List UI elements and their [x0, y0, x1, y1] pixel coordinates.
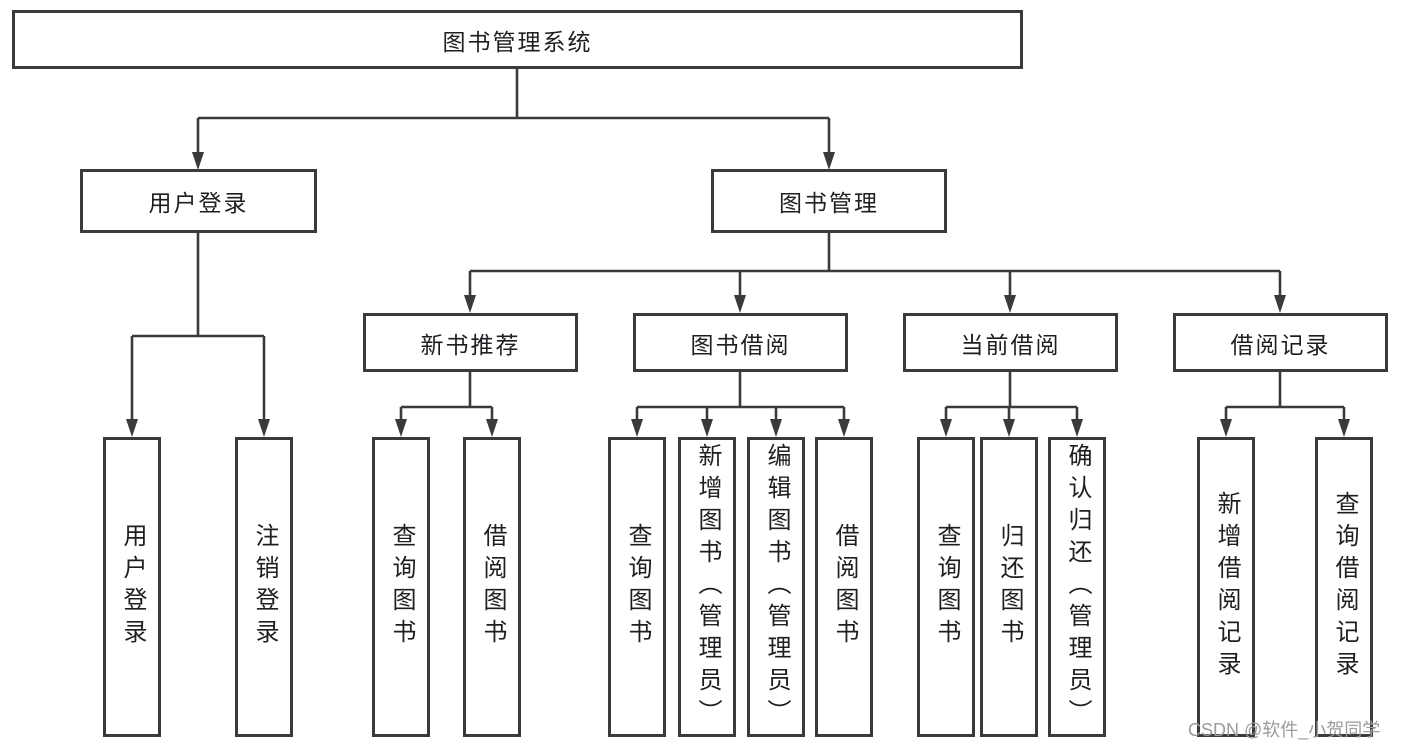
- arrow-down-icon: [734, 295, 746, 313]
- node-book-management: 图书管理: [711, 169, 947, 233]
- arrow-down-icon: [770, 419, 782, 437]
- node-label: 图书管理系统: [442, 28, 593, 55]
- node-label: 图书管理: [779, 190, 879, 216]
- node-leaf-logout: 注销登录: [235, 437, 293, 737]
- node-user-login: 用户登录: [80, 169, 317, 233]
- arrow-down-icon: [486, 419, 498, 437]
- node-label: 借阅图书: [831, 523, 858, 651]
- arrow-down-icon: [464, 295, 476, 313]
- node-label: 确认归还（管理员）: [1064, 443, 1091, 731]
- node-label: 新增借阅记录: [1213, 491, 1240, 683]
- node-label: 归还图书: [996, 523, 1023, 651]
- node-leaf-add-borrow-record: 新增借阅记录: [1197, 437, 1255, 737]
- connector-line: [635, 372, 846, 419]
- node-label: 新增图书（管理员）: [694, 443, 721, 731]
- connector-line: [399, 372, 494, 419]
- node-root: 图书管理系统: [12, 10, 1023, 69]
- node-leaf-query-books-recommend: 查询图书: [372, 437, 430, 737]
- node-current-borrowing: 当前借阅: [903, 313, 1118, 372]
- connector-root-to-level2: [192, 69, 835, 170]
- connector-line: [1224, 372, 1346, 419]
- node-leaf-return-books: 归还图书: [980, 437, 1038, 737]
- arrow-down-icon: [940, 419, 952, 437]
- node-label: 用户登录: [119, 523, 146, 651]
- node-label: 用户登录: [148, 190, 249, 216]
- arrow-down-icon: [1071, 419, 1083, 437]
- connector-current-borrowing-to-leaves: [940, 372, 1083, 437]
- node-label: 查询图书: [624, 523, 651, 651]
- connector-line: [468, 233, 1282, 295]
- node-label: 图书借阅: [690, 331, 791, 358]
- node-leaf-add-book-admin: 新增图书（管理员）: [678, 437, 736, 737]
- node-leaf-query-books-current: 查询图书: [917, 437, 975, 737]
- node-book-borrowing: 图书借阅: [633, 313, 848, 372]
- arrow-down-icon: [1003, 419, 1015, 437]
- node-label: 编辑图书（管理员）: [763, 443, 790, 731]
- node-label: 借阅图书: [479, 523, 506, 651]
- arrow-down-icon: [1338, 419, 1350, 437]
- arrow-down-icon: [192, 152, 204, 170]
- node-label: 新书推荐: [420, 331, 521, 358]
- connector-line: [944, 372, 1079, 419]
- node-leaf-user-login: 用户登录: [103, 437, 161, 737]
- arrow-down-icon: [823, 152, 835, 170]
- node-leaf-query-borrow-record: 查询借阅记录: [1315, 437, 1373, 737]
- node-leaf-confirm-return-admin: 确认归还（管理员）: [1048, 437, 1106, 737]
- arrow-down-icon: [1004, 295, 1016, 313]
- node-new-book-recommend: 新书推荐: [363, 313, 578, 372]
- node-label: 查询图书: [933, 523, 960, 651]
- node-leaf-borrow-books-recommend: 借阅图书: [463, 437, 521, 737]
- connector-user-login-to-leaves: [126, 233, 270, 437]
- arrow-down-icon: [701, 419, 713, 437]
- connector-book-borrowing-to-leaves: [631, 372, 850, 437]
- node-label: 借阅记录: [1230, 331, 1331, 358]
- connector-new-book-recommend-to-leaves: [395, 372, 498, 437]
- arrow-down-icon: [631, 419, 643, 437]
- node-borrowing-records: 借阅记录: [1173, 313, 1388, 372]
- arrow-down-icon: [1274, 295, 1286, 313]
- node-label: 查询图书: [388, 523, 415, 651]
- connector-borrowing-records-to-leaves: [1220, 372, 1350, 437]
- node-label: 注销登录: [251, 523, 278, 651]
- arrow-down-icon: [126, 419, 138, 437]
- node-leaf-query-books-borrowing: 查询图书: [608, 437, 666, 737]
- arrow-down-icon: [258, 419, 270, 437]
- arrow-down-icon: [838, 419, 850, 437]
- watermark: CSDN @软件_小贺同学: [1188, 720, 1381, 740]
- arrow-down-icon: [1220, 419, 1232, 437]
- connector-book-management-to-level3: [464, 233, 1286, 313]
- node-leaf-borrow-books: 借阅图书: [815, 437, 873, 737]
- node-label: 查询借阅记录: [1331, 491, 1358, 683]
- arrow-down-icon: [395, 419, 407, 437]
- connector-line: [196, 69, 831, 152]
- node-label: 当前借阅: [960, 331, 1061, 358]
- connector-line: [130, 233, 266, 419]
- node-leaf-edit-book-admin: 编辑图书（管理员）: [747, 437, 805, 737]
